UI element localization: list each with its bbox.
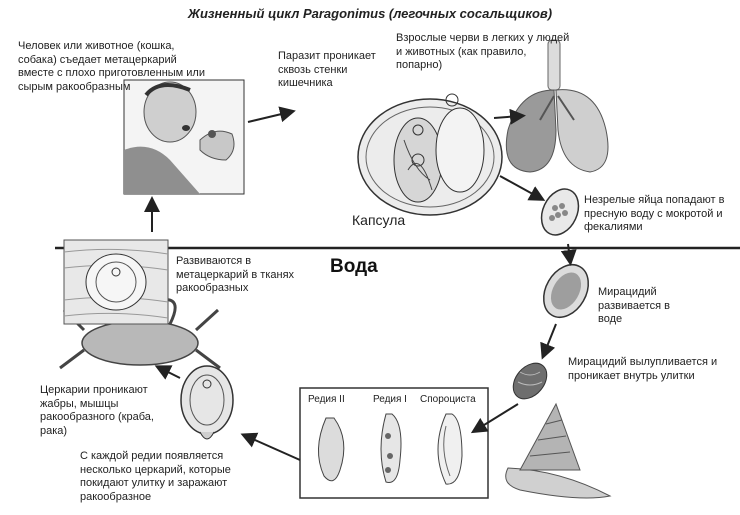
egg-illustration [540,188,580,236]
capsule-illustration [357,93,503,216]
human-eating-illustration [123,79,245,195]
arrow-to-cercaria [240,432,301,461]
step-adults-label: Взрослые черви в легких у людей и животн… [396,32,570,71]
miracidium-egg-illustration [542,264,590,318]
arrow-to-lungs [493,108,526,125]
step-eggs-label: Незрелые яйца попадают в пресную воду с … [584,194,725,233]
arrow-to-miracidium [560,243,577,266]
snail-illustration [505,402,612,499]
metacercaria-tissue-illustration [63,239,169,325]
step-eat-label: Человек или животное (кошка, собака) съе… [18,40,205,93]
step-miracidium-develops-label: Мирацидий развивается в воде [598,286,671,325]
diagram-title: Жизненный цикл Paragonimus (легочных сос… [187,6,553,21]
snail-stages-box [299,387,489,499]
cycle-arrows [144,106,577,461]
water-label: Вода [330,256,378,277]
free-miracidium-illustration [512,362,548,400]
cercaria-illustration [180,365,234,440]
arrow-to-intestine [247,106,296,123]
redia2-label: Редия II [308,394,345,405]
capsule-label: Капсула [352,212,406,228]
redia1-label: Редия I [373,394,407,405]
step-cercariae-gills-label: Церкарии проникают жабры, мышцы ракообра… [40,384,154,437]
step-metacercaria-label: Развиваются в метацеркарий в тканях рако… [176,255,295,294]
arrow-to-crab [154,365,181,380]
arrow-to-snail [470,403,519,434]
step-miracidium-hatches-label: Мирацидий вылупливается и проникает внут… [568,356,718,382]
sporocyst-label: Спороциста [420,394,476,405]
step-cercariae-from-redia-label: С каждой редии появляется несколько церк… [80,450,231,503]
step-intestine-label: Паразит проникает сквозь стенки кишечник… [278,50,376,89]
arrow-to-egg [499,175,546,201]
arrow-to-hatch [540,323,557,360]
